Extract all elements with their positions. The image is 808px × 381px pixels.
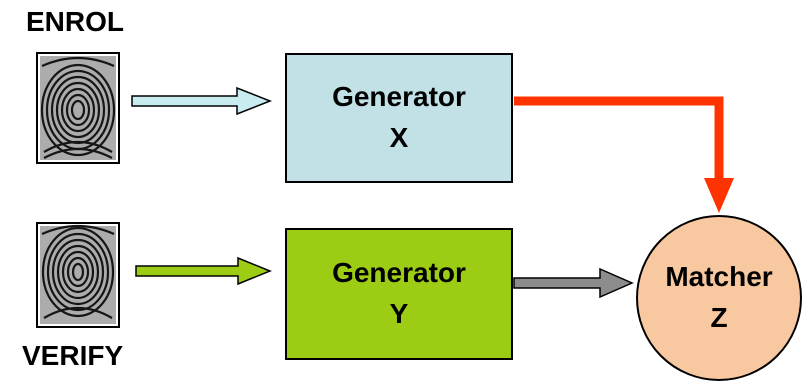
template-connector — [514, 96, 724, 180]
matcher-id: Z — [710, 302, 728, 333]
enrol-fingerprint-icon — [36, 52, 120, 164]
generator-y-id: Y — [389, 298, 409, 329]
verify-label: VERIFY — [22, 340, 124, 371]
verify-arrow — [135, 256, 272, 286]
generator-x-title: Generator — [332, 81, 466, 113]
generator-y-title: Generator — [332, 257, 466, 289]
matcher-z-circle: Matcher Z — [636, 215, 802, 381]
verify-fingerprint-icon — [36, 222, 120, 328]
feed-arrow — [513, 267, 634, 299]
enrol-arrow — [131, 86, 273, 116]
generator-x-id: X — [389, 122, 409, 153]
template-arrowhead — [704, 178, 734, 213]
enrol-label: ENROL — [26, 6, 124, 37]
matcher-title: Matcher — [665, 261, 773, 293]
generator-x-box: Generator X — [285, 53, 513, 183]
generator-y-box: Generator Y — [285, 228, 513, 360]
